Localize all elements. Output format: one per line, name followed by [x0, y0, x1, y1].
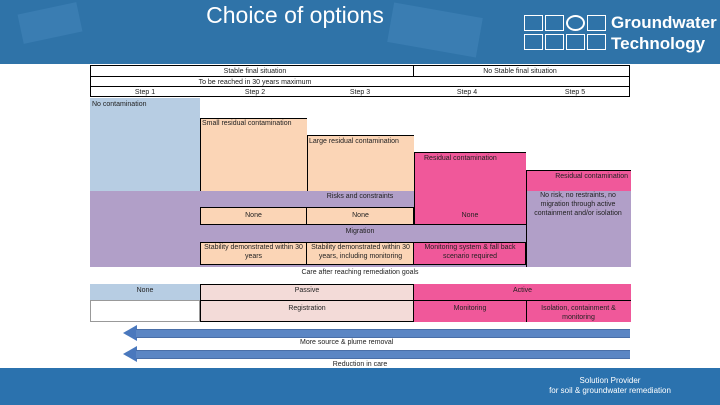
active-label: Active: [512, 287, 533, 294]
registration-cell: [200, 300, 414, 322]
residual-contamination-label-1: Residual contamination: [424, 155, 497, 162]
passive-cell: [200, 284, 414, 300]
no-stable-final-situation: No Stable final situation: [483, 68, 557, 75]
monitoring-system-text: Monitoring system & fall back scenario r…: [424, 244, 516, 260]
logo-square-icon: [587, 15, 606, 31]
footer-line-1: Solution Provider: [579, 376, 641, 385]
footer-banner: Solution Provider for soil & groundwater…: [0, 368, 720, 405]
steps-header-table: [90, 65, 630, 97]
logo-square-icon: [587, 34, 606, 50]
logo-square-icon: [545, 34, 564, 50]
risk-none-1: None: [245, 212, 262, 219]
step-5-block: [526, 170, 631, 191]
step-5-label: Step 5: [564, 89, 586, 96]
step-4-label: Step 4: [456, 89, 478, 96]
header-banner: Choice of options Groundwater Technology: [0, 0, 720, 64]
logo-text-line1: Groundwater: [611, 13, 717, 32]
migration-cell-step-4: [414, 242, 526, 265]
residual-contamination-label-2: Residual contamination: [555, 173, 628, 180]
divider: [413, 65, 414, 76]
divider: [91, 86, 629, 87]
header-decoration: [17, 2, 83, 44]
thirty-year-note: To be reached in 30 years maximum: [198, 79, 312, 86]
logo-square-icon: [545, 15, 564, 31]
care-none-cell: [90, 284, 200, 300]
reduction-label: Reduction in care: [332, 361, 388, 368]
risk-none-2: None: [352, 212, 369, 219]
no-risk-text: No risk, no restraints, no migration thr…: [534, 192, 622, 217]
care-none-label: None: [136, 287, 154, 294]
step-3-label: Step 3: [349, 89, 371, 96]
care-row: [90, 267, 631, 284]
step-4-block: [414, 152, 526, 191]
no-contamination-label: No contamination: [92, 101, 147, 108]
no-risk-cell: [526, 191, 631, 267]
monitoring-label: Monitoring: [453, 305, 487, 312]
page-title: Choice of options: [206, 2, 384, 28]
large-residual-label: Large residual contamination: [309, 138, 399, 145]
step-2-label: Step 2: [244, 89, 266, 96]
logo-wave-icon: [566, 15, 585, 31]
isolation-cell: [526, 300, 631, 322]
migration-label: Migration: [345, 228, 375, 235]
stability-text-1: Stability demonstrated within 30 years: [204, 244, 303, 260]
footer-line-2: for soil & groundwater remediation: [549, 386, 671, 395]
step-1-label: Step 1: [134, 89, 156, 96]
logo-square-icon: [524, 34, 543, 50]
passive-label: Passive: [294, 287, 320, 294]
stability-text-2: Stability demonstrated within 30 years, …: [311, 244, 410, 260]
care-label: Care after reaching remediation goals: [301, 269, 419, 276]
source-removal-label: More source & plume removal: [300, 339, 394, 346]
risk-cell-step-4: [414, 191, 526, 225]
stable-final-situation: Stable final situation: [223, 68, 287, 75]
risk-none-3: None: [461, 212, 479, 219]
registration-label: Registration: [288, 305, 326, 312]
risks-constraints-label: Risks and constraints: [326, 193, 394, 200]
empty-cell: [90, 300, 200, 322]
step-3-block: [307, 135, 414, 191]
migration-cell-step-3: [307, 242, 414, 265]
risk-cell-step-2: [200, 207, 307, 225]
logo-square-icon: [524, 15, 543, 31]
active-cell: [414, 284, 631, 300]
migration-cell-step-2: [200, 242, 307, 265]
small-residual-label: Small residual contamination: [202, 120, 292, 127]
monitoring-cell: [414, 300, 526, 322]
isolation-label: Isolation, containment & monitoring: [541, 305, 616, 321]
step-1-column: [90, 98, 200, 191]
step-2-block: [200, 118, 307, 191]
risk-cell-step-3: [307, 207, 414, 225]
logo-text-line2: Technology: [611, 34, 706, 53]
logo-square-icon: [566, 34, 585, 50]
divider: [91, 76, 629, 77]
